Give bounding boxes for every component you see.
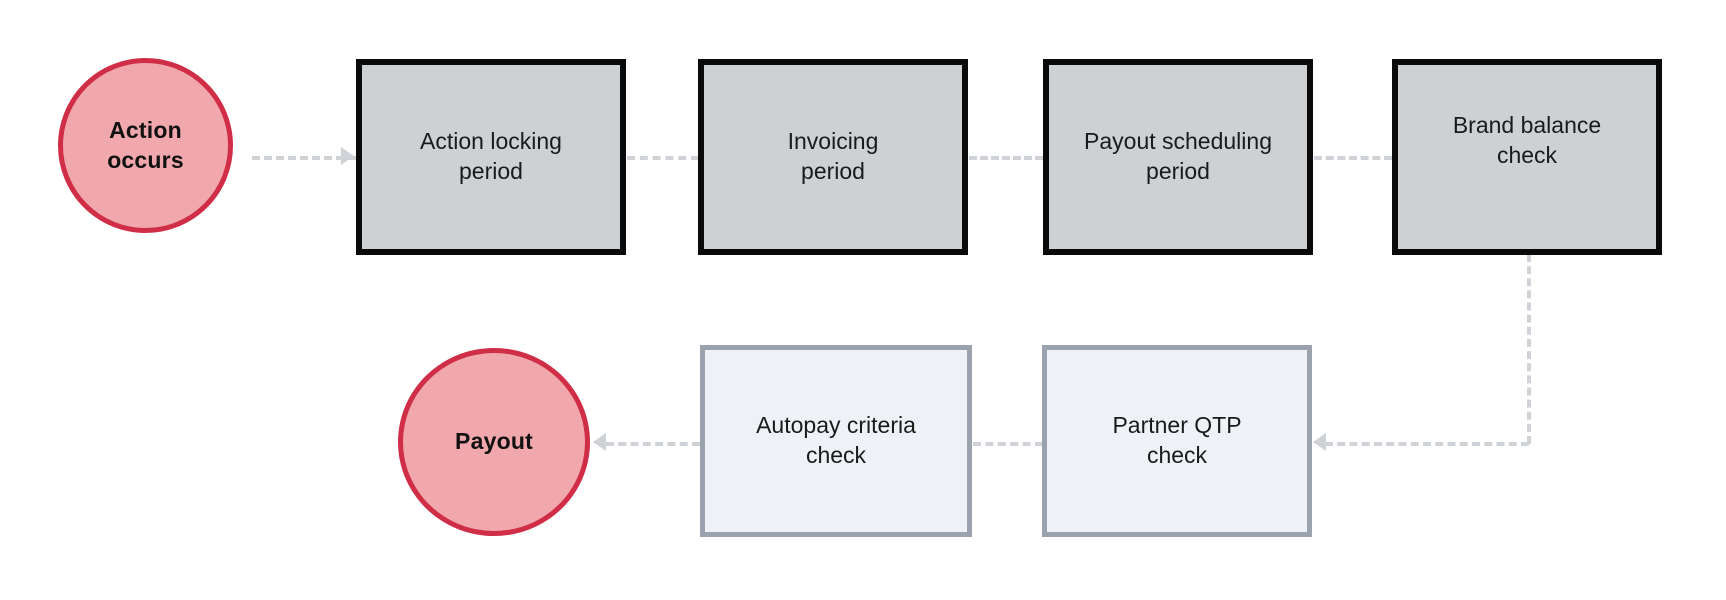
node-payout-scheduling-period[interactable]: Payout scheduling period — [1043, 59, 1313, 255]
node-label: Invoicing period — [787, 128, 879, 184]
node-label: Action occurs — [107, 116, 184, 173]
node-label: Brand balance check — [1452, 112, 1602, 168]
node-partner-qtp-check[interactable]: Partner QTP check — [1042, 345, 1312, 537]
node-label: Payout — [455, 428, 533, 455]
edge-brand-balance-to-partner-qtp — [1325, 442, 1529, 446]
node-label: Action locking period — [420, 128, 562, 184]
arrow-head-left-icon — [1313, 433, 1326, 451]
arrow-head-right-icon — [341, 147, 354, 165]
node-brand-balance-check[interactable]: Brand balance check — [1392, 59, 1662, 255]
node-action-locking-period[interactable]: Action locking period — [356, 59, 626, 255]
node-autopay-criteria-check[interactable]: Autopay criteria check — [700, 345, 972, 537]
edge-invoicing-to-payout-scheduling — [969, 156, 1043, 160]
arrow-head-left-icon — [593, 433, 606, 451]
edge-partner-qtp-to-autopay-criteria — [973, 442, 1043, 446]
node-invoicing-period[interactable]: Invoicing period — [698, 59, 968, 255]
node-action-occurs[interactable]: Action occurs — [58, 58, 233, 233]
node-label: Payout scheduling period — [1084, 128, 1272, 184]
node-label: Autopay criteria check — [756, 412, 916, 468]
edge-action-occurs-to-action-locking — [252, 156, 356, 160]
edge-brand-balance-vertical — [1527, 254, 1531, 444]
edge-action-locking-to-invoicing — [627, 156, 699, 160]
edge-payout-scheduling-to-brand-balance — [1314, 156, 1392, 160]
node-payout[interactable]: Payout — [398, 348, 590, 536]
edge-autopay-criteria-to-payout — [606, 442, 700, 446]
node-label: Partner QTP check — [1112, 412, 1242, 468]
